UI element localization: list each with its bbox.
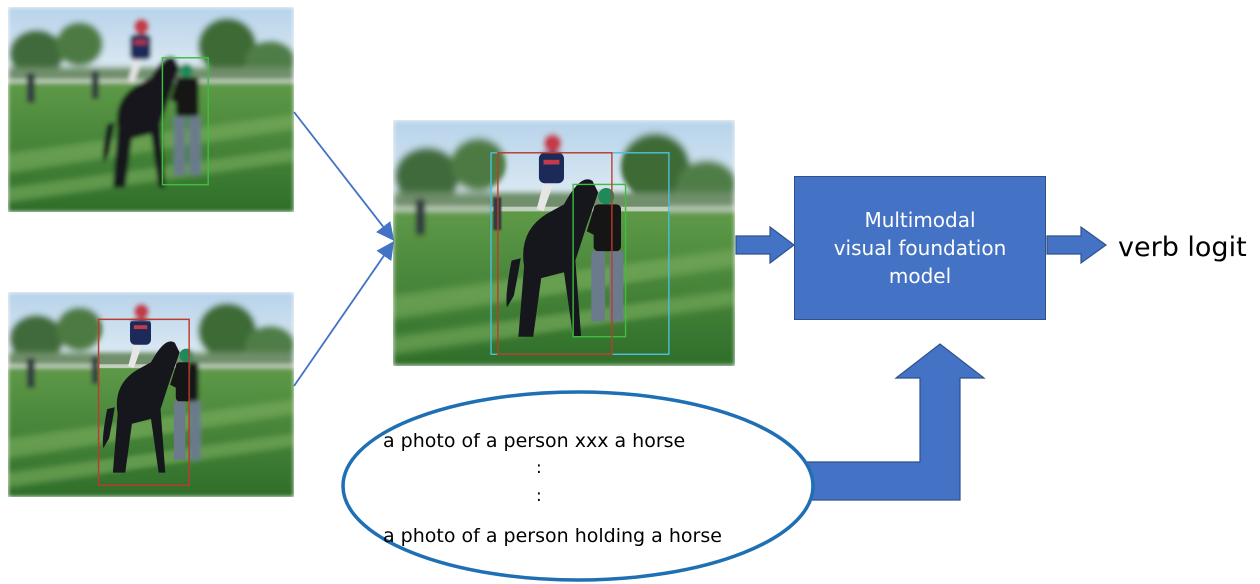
- top-connector-arrow: [293, 111, 395, 241]
- image-to-model-arrow: [735, 225, 795, 265]
- text-to-model-arrow: [805, 343, 986, 501]
- horse-bounding-box: [497, 152, 613, 355]
- horse-bounding-box: [97, 318, 190, 487]
- verb-logit-label: verb logit: [1118, 232, 1247, 263]
- prompt-ellipsis-2: :: [536, 486, 542, 506]
- union-crop-image: [393, 120, 735, 366]
- person-bounding-box: [572, 183, 627, 338]
- person-bounding-box: [161, 57, 209, 186]
- bottom-connector-arrow: [293, 241, 395, 387]
- model-label: Multimodal visual foundation model: [833, 208, 1007, 288]
- prompt-last-line: a photo of a person holding a horse: [383, 525, 722, 547]
- prompt-ellipse: [341, 390, 815, 582]
- prompt-ellipsis-1: :: [536, 458, 542, 478]
- horse-crop-image: [8, 292, 294, 497]
- multimodal-model-box: Multimodal visual foundation model: [794, 176, 1046, 320]
- prompt-first-line: a photo of a person xxx a horse: [383, 430, 686, 452]
- person-crop-image: [8, 7, 294, 212]
- model-to-output-arrow: [1046, 225, 1108, 265]
